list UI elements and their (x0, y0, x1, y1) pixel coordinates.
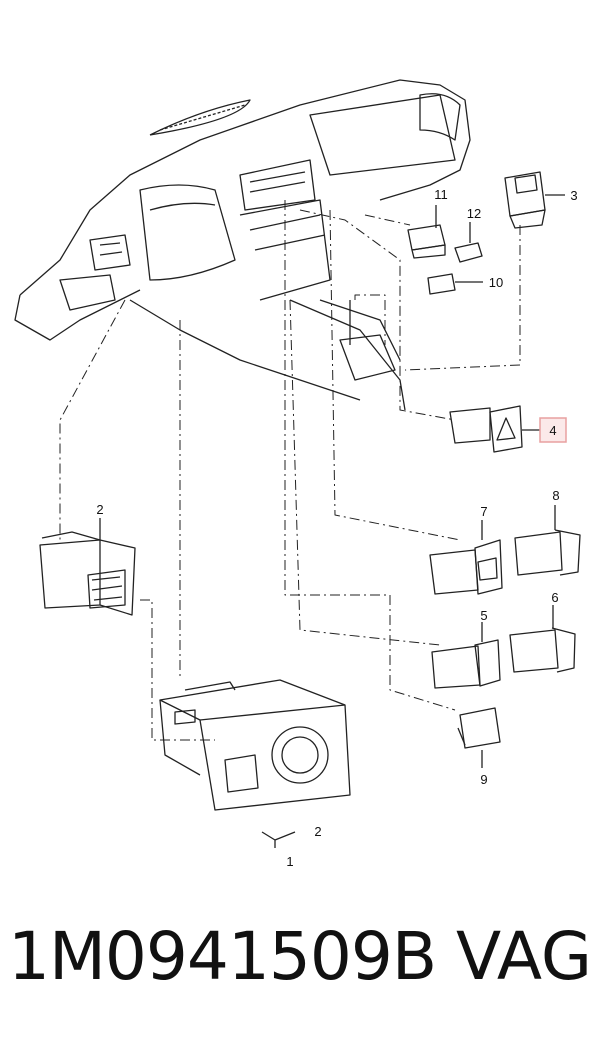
part-2-light-switch (39, 518, 136, 616)
callout-10: 10 (489, 275, 503, 290)
part-12-bulb (454, 222, 483, 263)
callout-12: 12 (467, 206, 481, 221)
part-6-switch (509, 605, 576, 673)
part-3-switch (504, 171, 565, 229)
callout-4: 4 (549, 423, 556, 438)
part-5-switch (431, 622, 501, 689)
callout-3: 3 (570, 188, 577, 203)
callout-9: 9 (480, 772, 487, 787)
part-9-cover (457, 707, 501, 768)
dashboard-drawing (14, 79, 471, 411)
callout-7: 7 (480, 504, 487, 519)
callout-1: 1 (286, 854, 293, 869)
callout-4-highlight (539, 417, 567, 443)
part-11-switch (407, 205, 446, 259)
part-4-hazard-switch (449, 405, 540, 453)
parts-diagram: 1 2 2 3 4 5 6 7 8 9 10 11 12 (14, 79, 581, 869)
callout-6: 6 (551, 590, 558, 605)
callout-2-lower: 2 (314, 824, 321, 839)
part-number: 1M0941509B (8, 918, 437, 995)
callout-labels: 1 2 2 3 4 5 6 7 8 9 10 11 12 (96, 187, 577, 869)
callout-2: 2 (96, 502, 103, 517)
part-8-switch (514, 505, 581, 576)
callout-5: 5 (480, 608, 487, 623)
callout-11: 11 (434, 187, 448, 202)
part-1-headlight-switch (159, 679, 351, 848)
part-10-cap (427, 273, 483, 295)
part-7-switch (429, 520, 503, 595)
leader-lines (59, 200, 521, 741)
brand-name: VAG (456, 918, 593, 995)
callout-8: 8 (552, 488, 559, 503)
